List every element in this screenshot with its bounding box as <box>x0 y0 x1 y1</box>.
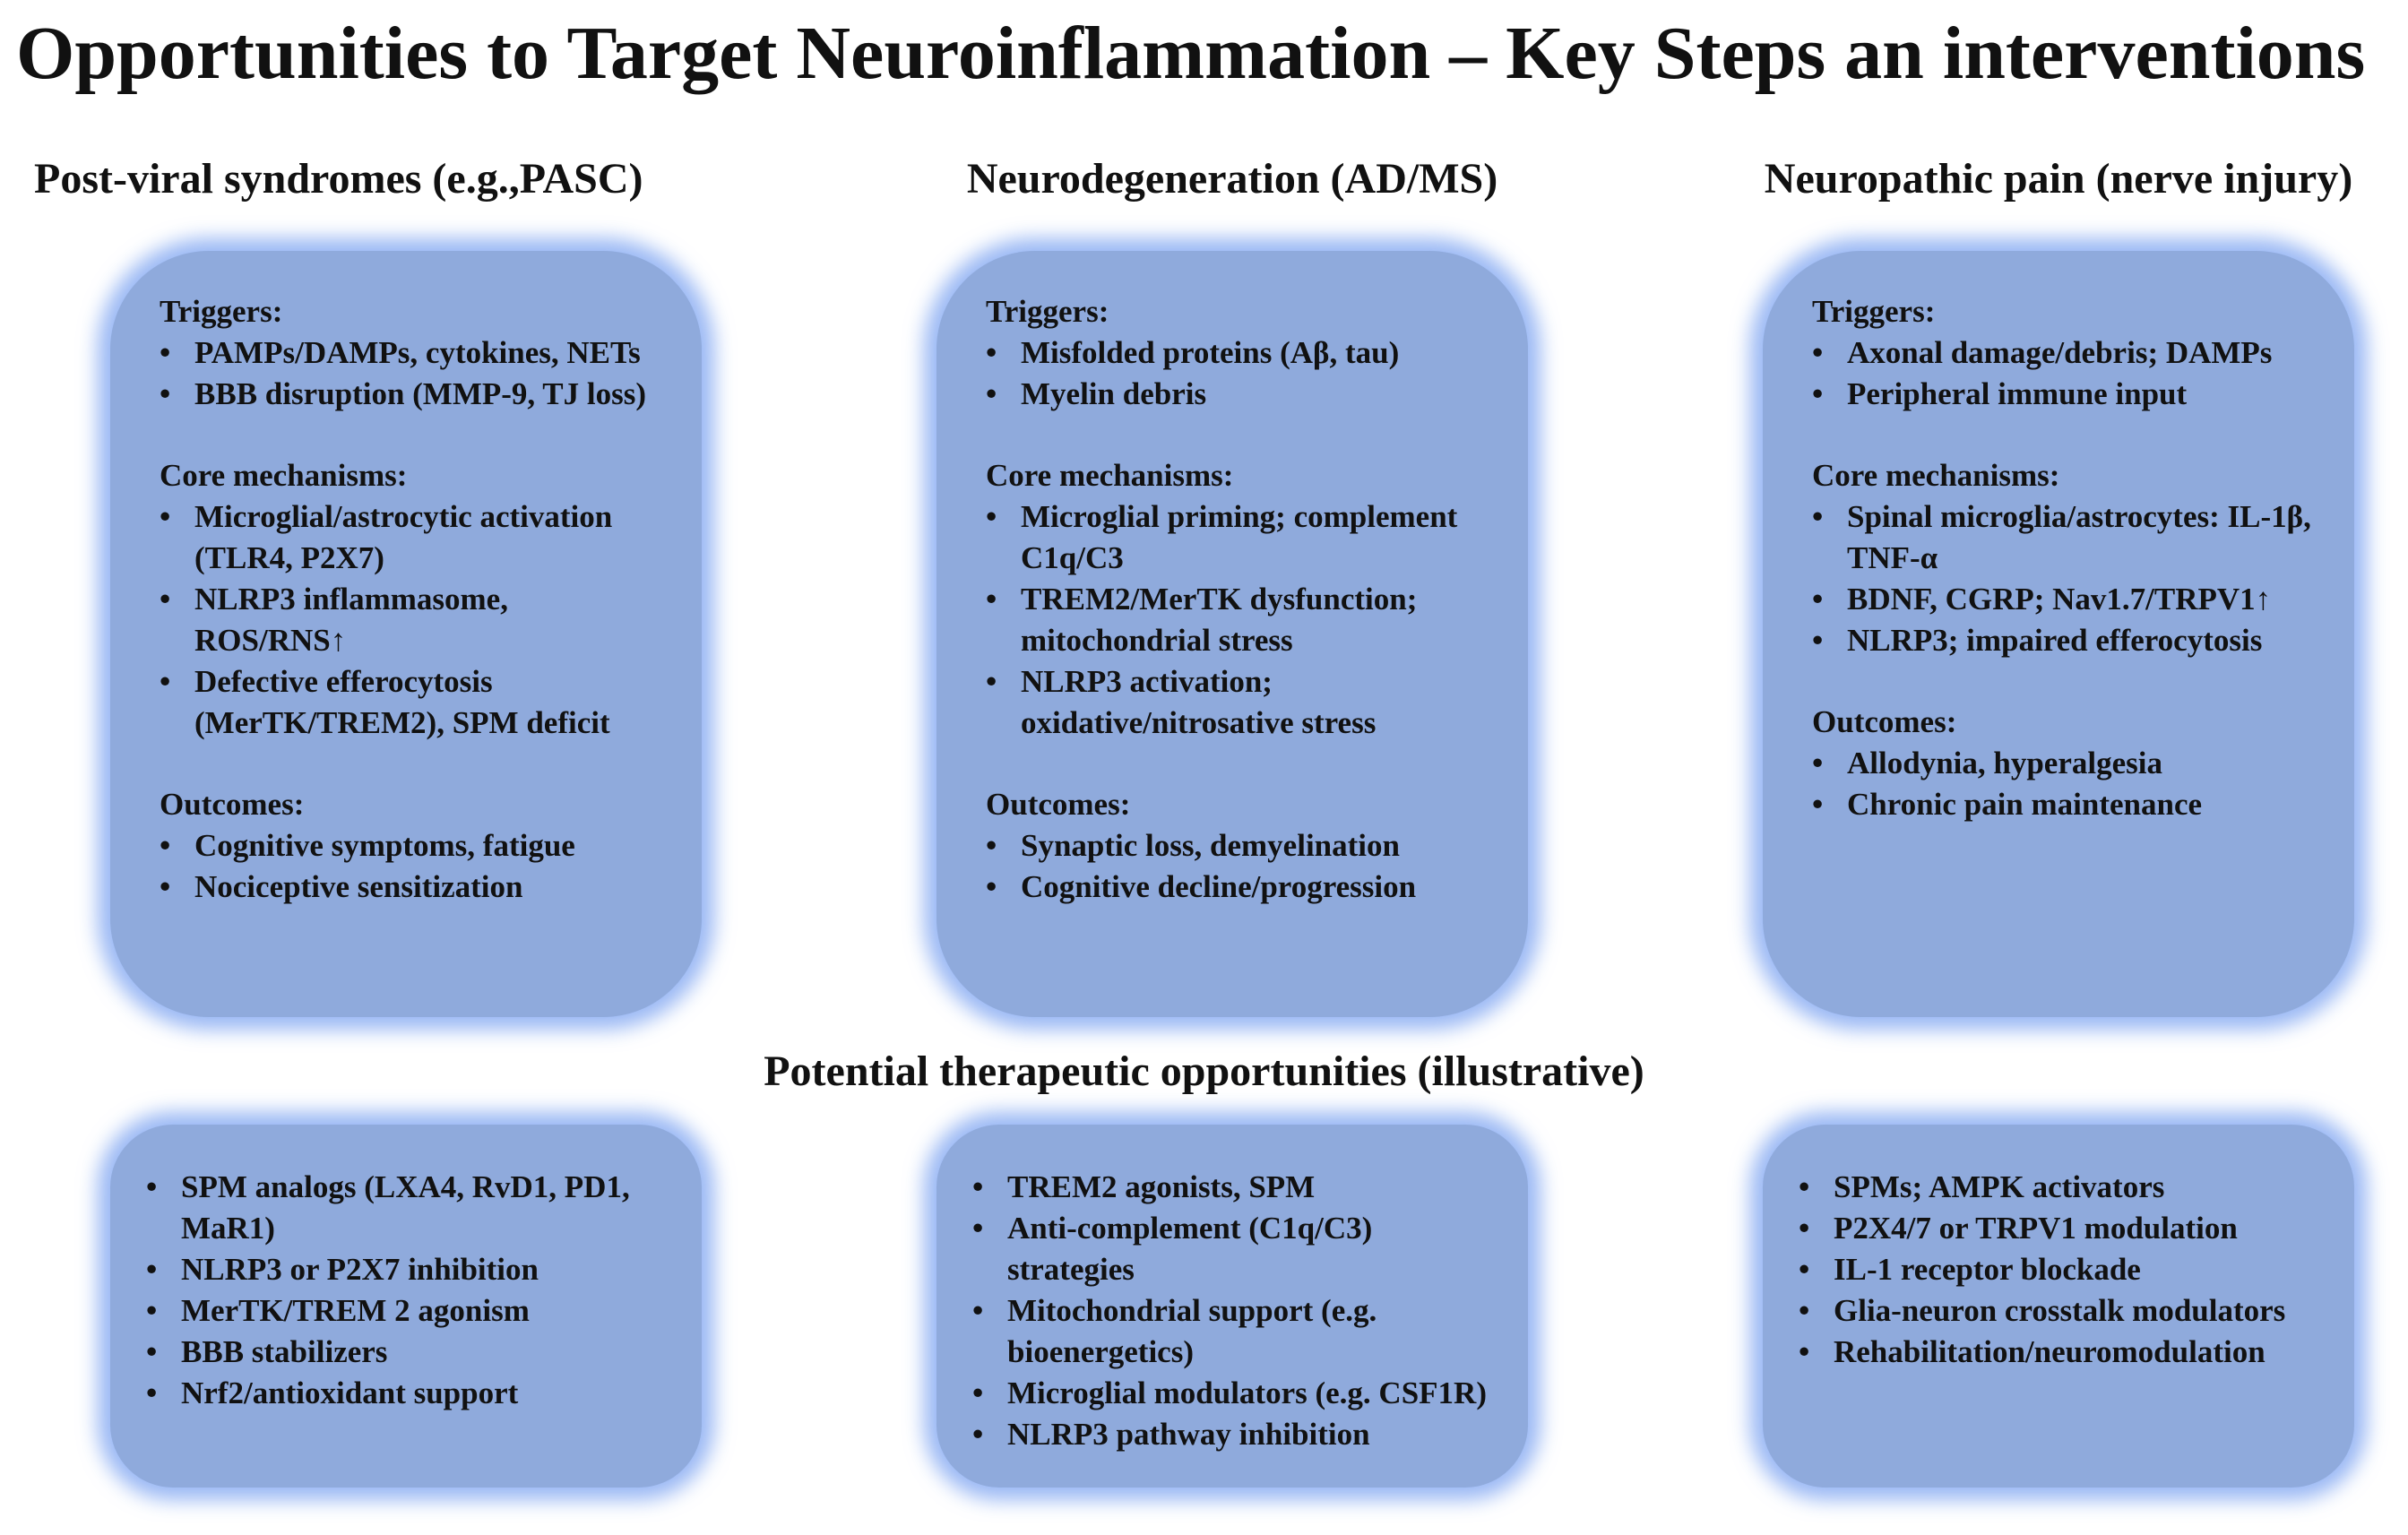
therapy-box-post-viral: SPM analogs (LXA4, RvD1, PD1, MaR1) NLRP… <box>110 1125 702 1488</box>
list-item: BBB disruption (MMP-9, TJ loss) <box>160 374 666 415</box>
therapy-box-neuropathic-pain: SPMs; AMPK activators P2X4/7 or TRPV1 mo… <box>1763 1125 2354 1488</box>
mechanisms-label: Core mechanisms: <box>160 458 408 493</box>
column-heading-neuropathic-pain: Neuropathic pain (nerve injury) <box>1764 155 2353 203</box>
list-item: Mitochondrial support (e.g. bioenergetic… <box>972 1290 1492 1373</box>
list-item: Cognitive decline/progression <box>986 867 1492 908</box>
list-item: Microglial modulators (e.g. CSF1R) <box>972 1373 1492 1414</box>
outcomes-label: Outcomes: <box>160 787 305 822</box>
list-item: Spinal microglia/astrocytes: IL-1β, TNF-… <box>1812 496 2318 579</box>
list-item: Misfolded proteins (Aβ, tau) <box>986 332 1492 374</box>
list-item: NLRP3 or P2X7 inhibition <box>146 1249 666 1290</box>
list-item: NLRP3 activation; oxidative/nitrosative … <box>986 661 1492 744</box>
list-item: Allodynia, hyperalgesia <box>1812 743 2318 784</box>
therapies-heading: Potential therapeutic opportunities (ill… <box>764 1048 1644 1095</box>
triggers-label: Triggers: <box>160 294 283 329</box>
outcomes-section: Outcomes: Allodynia, hyperalgesia Chroni… <box>1812 702 2318 825</box>
list-item: PAMPs/DAMPs, cytokines, NETs <box>160 332 666 374</box>
mechanisms-section: Core mechanisms: Microglial/astrocytic a… <box>160 455 666 744</box>
list-item: Myelin debris <box>986 374 1492 415</box>
list-item: Microglial/astrocytic activation (TLR4, … <box>160 496 666 579</box>
list-item: MerTK/TREM 2 agonism <box>146 1290 666 1332</box>
mechanisms-section: Core mechanisms: Spinal microglia/astroc… <box>1812 455 2318 661</box>
triggers-section: Triggers: PAMPs/DAMPs, cytokines, NETs B… <box>160 291 666 415</box>
list-item: Chronic pain maintenance <box>1812 784 2318 825</box>
list-item: SPMs; AMPK activators <box>1799 1167 2318 1208</box>
mechanism-box-post-viral: Triggers: PAMPs/DAMPs, cytokines, NETs B… <box>110 251 702 1017</box>
mechanisms-section: Core mechanisms: Microglial priming; com… <box>986 455 1492 744</box>
page-title: Opportunities to Target Neuroinflammatio… <box>16 12 2366 95</box>
outcomes-section: Outcomes: Synaptic loss, demyelination C… <box>986 784 1492 908</box>
list-item: NLRP3 pathway inhibition <box>972 1414 1492 1455</box>
mechanisms-label: Core mechanisms: <box>986 458 1234 493</box>
triggers-section: Triggers: Axonal damage/debris; DAMPs Pe… <box>1812 291 2318 415</box>
list-item: Defective efferocytosis (MerTK/TREM2), S… <box>160 661 666 744</box>
list-item: Microglial priming; complement C1q/C3 <box>986 496 1492 579</box>
list-item: P2X4/7 or TRPV1 modulation <box>1799 1208 2318 1249</box>
therapy-box-neurodegeneration: TREM2 agonists, SPM Anti-complement (C1q… <box>936 1125 1528 1488</box>
list-item: IL-1 receptor blockade <box>1799 1249 2318 1290</box>
list-item: Nrf2/antioxidant support <box>146 1373 666 1414</box>
list-item: Nociceptive sensitization <box>160 867 666 908</box>
outcomes-section: Outcomes: Cognitive symptoms, fatigue No… <box>160 784 666 908</box>
list-item: Rehabilitation/neuromodulation <box>1799 1332 2318 1373</box>
column-heading-neurodegeneration: Neurodegeneration (AD/MS) <box>966 155 1498 203</box>
list-item: TREM2/MerTK dysfunction; mitochondrial s… <box>986 579 1492 661</box>
column-heading-post-viral: Post-viral syndromes (e.g.,PASC) <box>34 155 643 203</box>
list-item: NLRP3; impaired efferocytosis <box>1812 620 2318 661</box>
mechanisms-label: Core mechanisms: <box>1812 458 2060 493</box>
list-item: SPM analogs (LXA4, RvD1, PD1, MaR1) <box>146 1167 666 1249</box>
list-item: BBB stabilizers <box>146 1332 666 1373</box>
list-item: Anti-complement (C1q/C3) strategies <box>972 1208 1492 1290</box>
outcomes-label: Outcomes: <box>1812 704 1957 739</box>
list-item: TREM2 agonists, SPM <box>972 1167 1492 1208</box>
list-item: Peripheral immune input <box>1812 374 2318 415</box>
mechanism-box-neurodegeneration: Triggers: Misfolded proteins (Aβ, tau) M… <box>936 251 1528 1017</box>
list-item: NLRP3 inflammasome, ROS/RNS↑ <box>160 579 666 661</box>
triggers-label: Triggers: <box>986 294 1109 329</box>
outcomes-label: Outcomes: <box>986 787 1131 822</box>
list-item: BDNF, CGRP; Nav1.7/TRPV1↑ <box>1812 579 2318 620</box>
list-item: Glia-neuron crosstalk modulators <box>1799 1290 2318 1332</box>
list-item: Cognitive symptoms, fatigue <box>160 825 666 867</box>
list-item: Synaptic loss, demyelination <box>986 825 1492 867</box>
list-item: Axonal damage/debris; DAMPs <box>1812 332 2318 374</box>
triggers-section: Triggers: Misfolded proteins (Aβ, tau) M… <box>986 291 1492 415</box>
triggers-label: Triggers: <box>1812 294 1936 329</box>
mechanism-box-neuropathic-pain: Triggers: Axonal damage/debris; DAMPs Pe… <box>1763 251 2354 1017</box>
